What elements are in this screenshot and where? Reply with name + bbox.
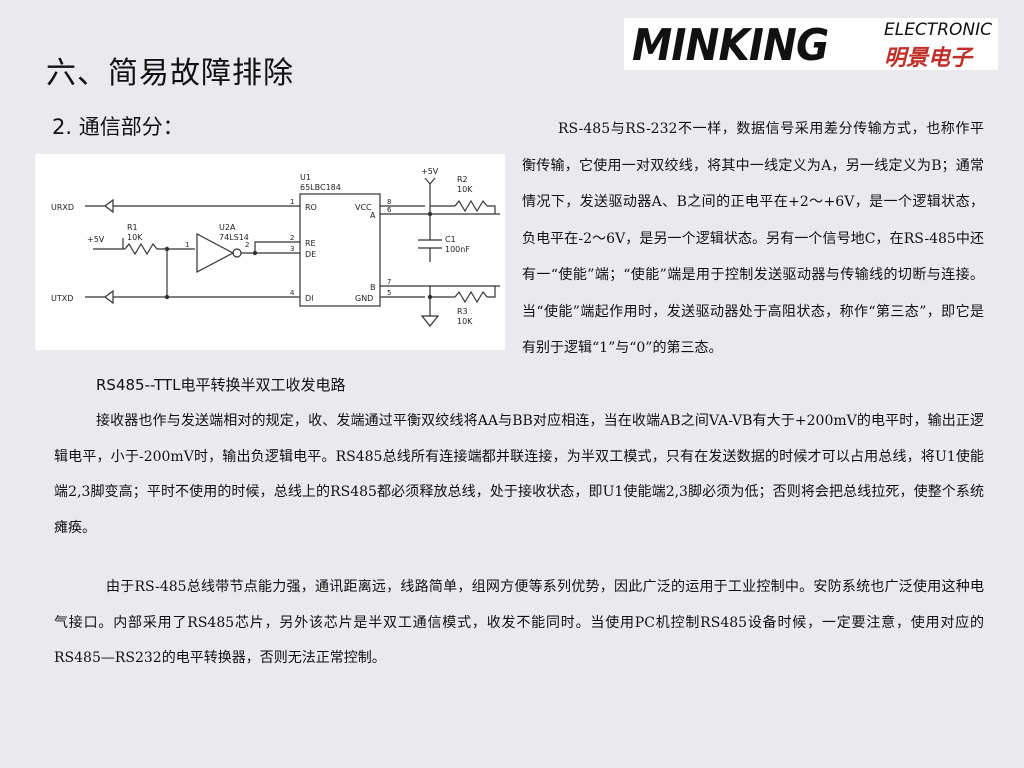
utxd-connector [85,289,114,305]
wire-r3-right [487,286,496,298]
pin-label-di: DI [305,294,314,303]
application-paragraph: 由于RS-485总线带节点能力强，通讯距离远，线路简单，组网方便等系列优势，因此… [54,579,984,666]
circuit-schematic: U1 65LBC184 RO RE DE DI 1 2 3 4 VCC A B … [51,167,500,327]
wire-gate-re [241,241,300,254]
gate-input-pin: 1 [185,241,189,249]
pin-number-2: 2 [290,234,294,242]
r1-value-label: 10K [127,233,143,242]
pin-label-a: A [370,211,376,220]
rs485-intro-paragraph: RS-485与RS-232不一样，数据信号采用差分传输方式，也称作平衡传输，它使… [522,121,984,356]
net-label-urxd: URXD [51,203,74,212]
ground-symbol [420,297,440,327]
company-logo: MINKING ELECTRONIC 明景电子 [624,18,998,70]
gate-output-pin: 2 [245,241,249,249]
pin-number-6: 6 [387,206,392,214]
junction-dot-r1 [164,246,170,252]
pin-number-8: 8 [387,198,391,206]
supply-label-left: +5V [87,235,105,244]
wire-r2-right [487,205,496,214]
r3-ref-label: R3 [457,307,468,316]
junction-dot-di [164,294,170,300]
pin-number-3: 3 [290,245,294,253]
logo-chinese-text: 明景电子 [883,46,972,70]
logo-tag-text: ELECTRONIC [883,20,992,40]
pin-number-1: 1 [290,198,294,206]
pin-label-ro: RO [305,203,317,212]
supply-label-top: +5V [421,167,439,176]
supply-top-arrow [424,177,436,185]
c1-value-label: 100nF [445,245,470,254]
pin-label-vcc: VCC [355,203,372,212]
r2-value-label: 10K [457,185,473,194]
pin-label-de: DE [305,250,316,259]
pin-number-5: 5 [387,289,391,297]
c1-ref-label: C1 [445,235,456,244]
resistor-r3 [454,290,488,304]
circuit-caption: RS485--TTL电平转换半双工收发电路 [96,376,346,394]
resistor-r1 [124,242,158,256]
chip-ref-label: U1 [300,173,311,182]
urxd-connector [85,198,114,214]
junction-dot-b [427,294,433,300]
r2-ref-label: R2 [457,175,468,184]
net-label-utxd: UTXD [51,294,73,303]
r1-ref-label: R1 [127,223,138,232]
chip-model-label: 65LBC184 [300,183,341,192]
pin-number-7: 7 [387,278,391,286]
junction-dot-a [427,211,433,217]
chip-u1-body [299,193,381,307]
pin-label-b: B [370,283,376,292]
resistor-r2 [454,199,488,213]
pin-label-gnd: GND [355,294,373,303]
receiver-paragraph: 接收器也作与发送端相对的规定，收、发端通过平衡双绞线将AA与BB对应相连，当在收… [54,413,984,536]
pin-label-re: RE [305,239,316,248]
circuit-diagram: U1 65LBC184 RO RE DE DI 1 2 3 4 VCC A B … [35,154,505,350]
pin-number-4: 4 [290,289,295,297]
section-heading: 2. 通信部分： [52,115,184,139]
slide-title: 六、简易故障排除 [46,56,294,91]
r3-value-label: 10K [457,317,473,326]
gate-model-label: 74LS14 [219,233,249,242]
gate-ref-label: U2A [219,223,236,232]
logo-brand-text: MINKING [632,20,829,70]
gate-u2a [196,233,235,273]
junction-dot-gate [252,250,258,256]
